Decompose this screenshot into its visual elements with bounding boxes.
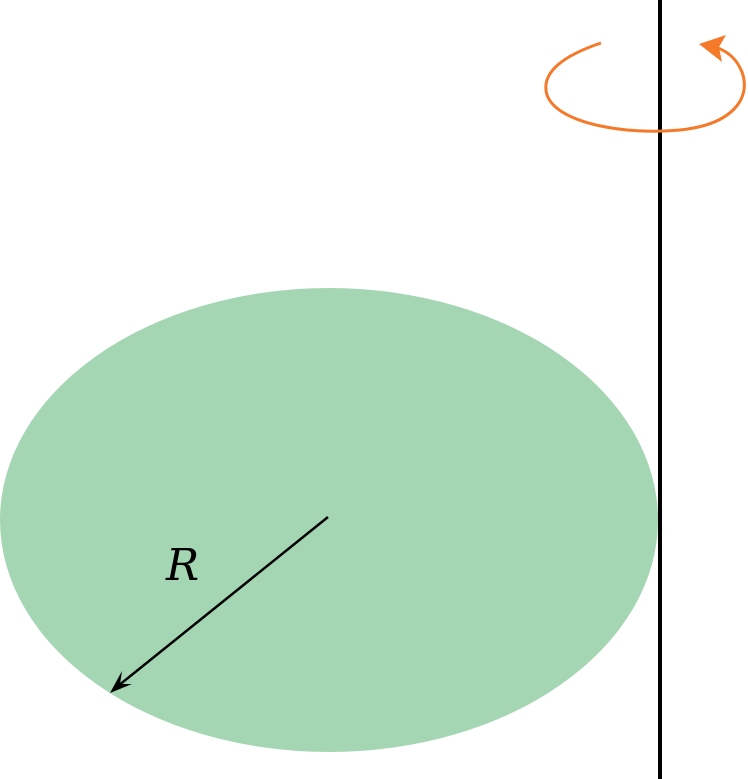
radius-arrow (110, 516, 329, 693)
disk (0, 288, 658, 752)
rotation-arrow-icon (544, 35, 746, 133)
radius-label: R (165, 540, 199, 591)
